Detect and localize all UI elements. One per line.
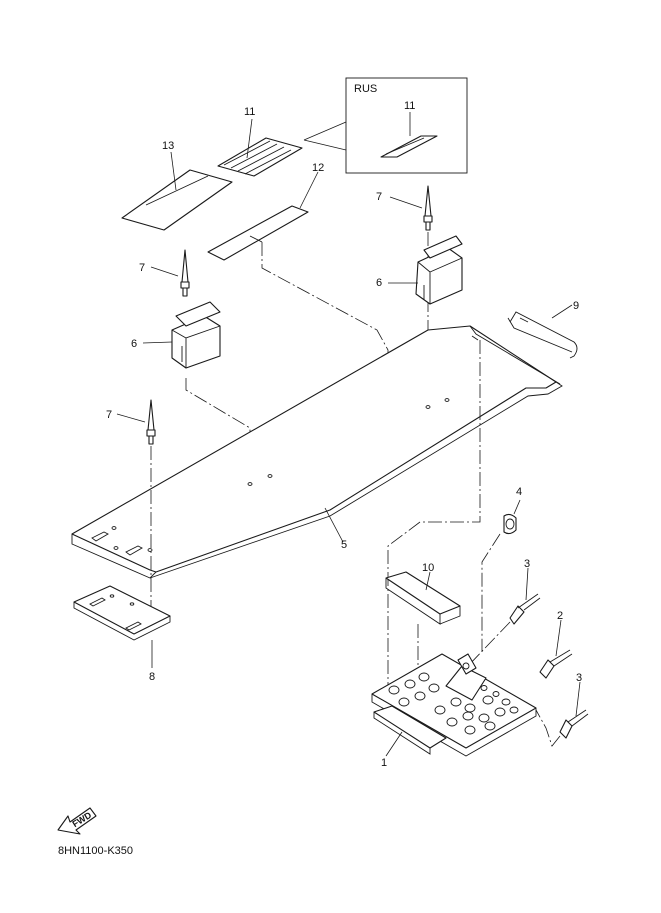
collar-4 <box>481 499 521 652</box>
hitch-pin-9 <box>507 304 578 359</box>
callout-1: 1 <box>381 757 387 769</box>
callout-3-lower: 3 <box>576 672 582 684</box>
callout-7-lower: 7 <box>106 409 112 421</box>
rus-inset: RUS <box>303 77 468 174</box>
fwd-arrow-icon: FWD <box>57 807 97 835</box>
rivet-7-lower <box>116 399 156 618</box>
rivet-7-middle <box>150 249 190 297</box>
callout-12: 12 <box>312 162 324 174</box>
callout-11: 11 <box>244 106 255 118</box>
callout-11-rus: 11 <box>404 100 415 112</box>
callout-9: 9 <box>573 300 579 312</box>
base-plate-holes <box>388 672 519 735</box>
callout-2: 2 <box>557 610 563 622</box>
callout-13: 13 <box>162 140 174 152</box>
bolt-3-lower <box>535 681 589 747</box>
bracket-6-left <box>142 301 251 482</box>
callout-6-left: 6 <box>131 338 137 350</box>
main-plate-5 <box>71 325 563 692</box>
callout-8: 8 <box>149 671 155 683</box>
bolt-3-upper <box>465 567 541 669</box>
decal-12 <box>207 171 389 448</box>
decal-11-rus <box>380 135 438 158</box>
callout-7-middle: 7 <box>139 262 145 274</box>
bracket-6-right <box>388 235 463 305</box>
callout-4: 4 <box>516 486 522 498</box>
drawing-code: 8HN1100-K350 <box>58 845 133 857</box>
rus-inset-label: RUS <box>354 83 377 95</box>
callout-labels: 1 2 3 3 4 5 6 6 7 7 7 8 9 10 11 11 12 13 <box>106 100 582 769</box>
callout-3-upper: 3 <box>524 558 530 570</box>
callout-7-upper: 7 <box>376 191 382 203</box>
base-plate-1 <box>371 653 537 757</box>
decal-11 <box>217 118 303 177</box>
plate-8 <box>73 585 171 668</box>
decal-13 <box>121 151 233 231</box>
callout-5: 5 <box>341 539 347 551</box>
bolt-2 <box>539 619 573 679</box>
callout-6-right: 6 <box>376 277 382 289</box>
callout-10: 10 <box>422 562 434 574</box>
